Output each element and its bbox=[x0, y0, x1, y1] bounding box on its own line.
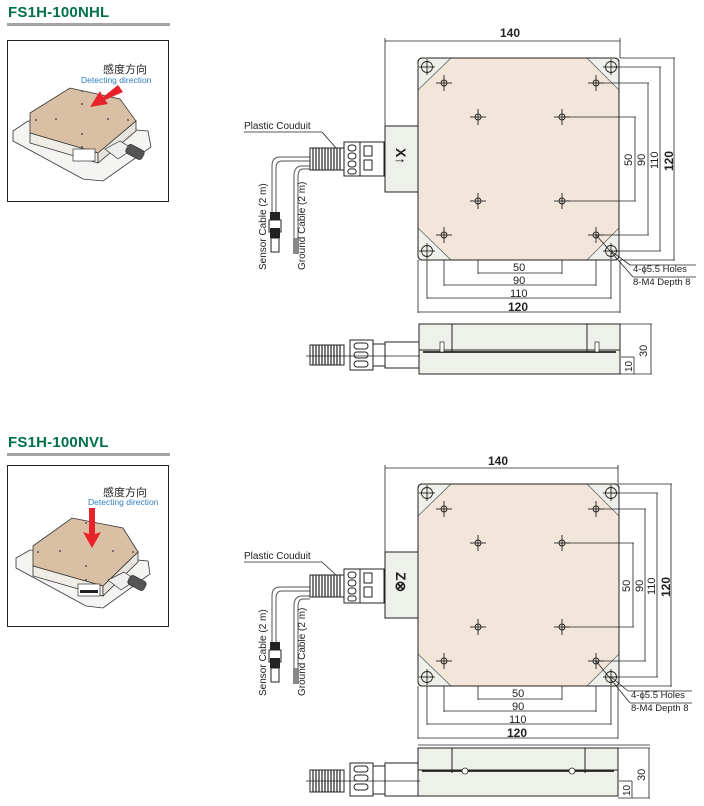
product-illustration: 感度方向 Detecting direction bbox=[7, 40, 169, 202]
title-underline bbox=[7, 453, 170, 456]
tap-note: 8-M4 Depth 8 bbox=[631, 703, 689, 714]
direction-label-jp: 感度方向 bbox=[103, 64, 147, 76]
conduit-label: Plastic Couduit bbox=[244, 551, 311, 562]
side-dimension-lines bbox=[618, 747, 650, 799]
direction-label-en: Detecting direction bbox=[81, 75, 152, 85]
dim-right-110: 110 bbox=[649, 151, 661, 169]
axis-marking: X↑ bbox=[393, 148, 409, 164]
side-dimension-lines bbox=[620, 323, 652, 375]
ground-terminal bbox=[293, 238, 299, 254]
axis-marking: Z⊗ bbox=[393, 572, 409, 592]
dim-right-90: 90 bbox=[634, 580, 646, 592]
sensor-cable-label: Sensor Cable (2 m) bbox=[258, 609, 269, 696]
plastic-conduit bbox=[309, 141, 385, 177]
model-title: FS1H-100NHL bbox=[8, 4, 110, 21]
horizontal-direction-arrow-icon bbox=[90, 85, 123, 107]
holes-note: 4-ϕ5.5 Holes bbox=[633, 264, 687, 275]
connector-housing bbox=[384, 551, 420, 619]
holes-note: 4-ϕ5.5 Holes bbox=[631, 690, 685, 701]
dim-bottom-90: 90 bbox=[513, 275, 525, 287]
side-height-30: 30 bbox=[638, 345, 650, 357]
plastic-conduit bbox=[309, 568, 385, 604]
vertical-direction-arrow-icon bbox=[83, 508, 101, 548]
dimension-lines bbox=[384, 38, 696, 313]
conduit-label: Plastic Couduit bbox=[244, 121, 311, 132]
dim-bottom-90: 90 bbox=[512, 701, 524, 713]
ground-cable bbox=[293, 165, 310, 238]
dim-right-120: 120 bbox=[662, 151, 676, 171]
model-section-nhl: FS1H-100NHL 感度方向 Detecting direction bbox=[7, 4, 696, 375]
dimension-drawing: Plastic Couduit Sensor Cable (2 m) Groun… bbox=[244, 454, 692, 799]
dim-bottom-110: 110 bbox=[509, 714, 527, 726]
model-title: FS1H-100NVL bbox=[8, 434, 109, 451]
dim-bottom-110: 110 bbox=[510, 288, 528, 300]
tap-note: 8-M4 Depth 8 bbox=[633, 277, 691, 288]
title-underline bbox=[7, 23, 170, 26]
side-view bbox=[306, 747, 619, 797]
sensor-cable bbox=[271, 586, 310, 642]
isometric-sensor-drawing bbox=[12, 85, 152, 182]
ground-terminal bbox=[293, 668, 299, 684]
dim-overall-width: 140 bbox=[488, 454, 508, 468]
ground-cable bbox=[293, 595, 310, 668]
sensor-cable bbox=[271, 156, 310, 212]
dim-right-50: 50 bbox=[623, 154, 635, 166]
sensor-connector bbox=[268, 642, 282, 683]
dim-right-110: 110 bbox=[646, 577, 658, 595]
top-plate bbox=[417, 483, 620, 687]
dim-right-90: 90 bbox=[636, 154, 648, 166]
side-base-10: 10 bbox=[622, 784, 633, 796]
dim-right-50: 50 bbox=[621, 580, 633, 592]
side-view bbox=[306, 323, 621, 375]
direction-label-jp: 感度方向 bbox=[103, 487, 147, 499]
ground-cable-label: Ground Cable (2 m) bbox=[297, 182, 308, 270]
dim-bottom-120: 120 bbox=[507, 726, 527, 740]
sensor-cable-label: Sensor Cable (2 m) bbox=[258, 183, 269, 270]
side-height-30: 30 bbox=[636, 769, 648, 781]
dimension-lines bbox=[384, 465, 692, 746]
dim-bottom-50: 50 bbox=[513, 262, 525, 274]
connector-housing bbox=[384, 125, 420, 193]
direction-label-en: Detecting direction bbox=[88, 497, 159, 507]
product-illustration: 感度方向 Detecting direction bbox=[7, 465, 169, 627]
ground-cable-label: Ground Cable (2 m) bbox=[297, 608, 308, 696]
model-section-nvl: FS1H-100NVL 感度方向 Detecting direction bbox=[0, 430, 704, 806]
sensor-connector bbox=[268, 212, 282, 253]
dim-right-120: 120 bbox=[659, 577, 673, 597]
side-base-10: 10 bbox=[624, 360, 635, 372]
dim-bottom-50: 50 bbox=[512, 688, 524, 700]
dim-overall-width: 140 bbox=[500, 26, 520, 40]
top-plate bbox=[417, 57, 620, 261]
dimension-drawing: Plastic Couduit Sensor Cable (2 m) Groun… bbox=[244, 26, 696, 375]
dim-bottom-120: 120 bbox=[508, 300, 528, 314]
isometric-sensor-drawing bbox=[15, 508, 151, 609]
